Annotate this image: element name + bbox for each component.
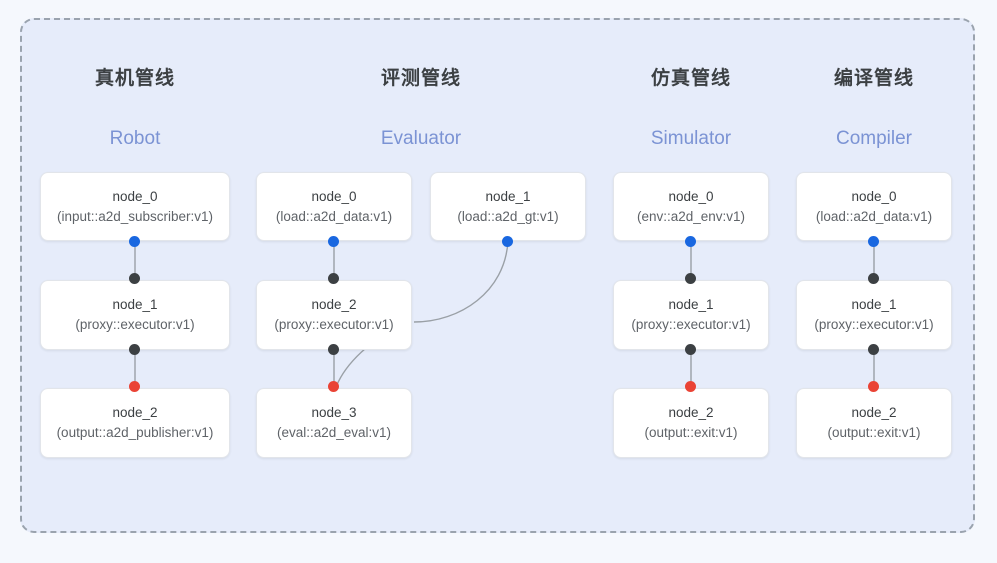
node-title: node_0 xyxy=(112,188,158,204)
port-input-compiler-2[interactable] xyxy=(868,381,879,392)
node-evaluator-1[interactable]: node_1 (load::a2d_gt:v1) xyxy=(430,172,586,241)
node-evaluator-3[interactable]: node_3 (eval::a2d_eval:v1) xyxy=(256,388,412,458)
node-title: node_1 xyxy=(112,297,158,312)
node-robot-0[interactable]: node_0 (input::a2d_subscriber:v1) xyxy=(40,172,230,241)
node-spec: (load::a2d_data:v1) xyxy=(815,208,933,224)
port-output-evaluator-0[interactable] xyxy=(328,236,339,247)
node-simulator-0[interactable]: node_0 (env::a2d_env:v1) xyxy=(613,172,769,241)
port-output-evaluator-1[interactable] xyxy=(502,236,513,247)
node-title: node_0 xyxy=(851,188,897,204)
port-input-robot-2[interactable] xyxy=(129,381,140,392)
node-title: node_1 xyxy=(668,297,714,312)
port-output-simulator-1[interactable] xyxy=(685,344,696,355)
node-spec: (input::a2d_subscriber:v1) xyxy=(56,208,214,224)
node-compiler-0[interactable]: node_0 (load::a2d_data:v1) xyxy=(796,172,952,241)
port-output-compiler-1[interactable] xyxy=(868,344,879,355)
node-simulator-2[interactable]: node_2 (output::exit:v1) xyxy=(613,388,769,458)
node-spec: (output::a2d_publisher:v1) xyxy=(56,425,214,440)
node-evaluator-0[interactable]: node_0 (load::a2d_data:v1) xyxy=(256,172,412,241)
node-spec: (load::a2d_data:v1) xyxy=(275,208,393,224)
port-output-robot-0[interactable] xyxy=(129,236,140,247)
port-output-compiler-0[interactable] xyxy=(868,236,879,247)
node-spec: (output::exit:v1) xyxy=(644,425,738,440)
port-input-simulator-1[interactable] xyxy=(685,273,696,284)
port-input-simulator-2[interactable] xyxy=(685,381,696,392)
port-output-robot-1[interactable] xyxy=(129,344,140,355)
node-title: node_0 xyxy=(311,188,357,204)
node-spec: (output::exit:v1) xyxy=(827,425,921,440)
node-title: node_3 xyxy=(311,405,357,420)
node-title: node_1 xyxy=(485,188,531,204)
node-spec: (proxy::executor:v1) xyxy=(814,317,934,332)
node-robot-2[interactable]: node_2 (output::a2d_publisher:v1) xyxy=(40,388,230,458)
node-spec: (load::a2d_gt:v1) xyxy=(457,208,559,224)
port-input-evaluator-2[interactable] xyxy=(328,273,339,284)
node-evaluator-2[interactable]: node_2 (proxy::executor:v1) xyxy=(256,280,412,350)
port-input-compiler-1[interactable] xyxy=(868,273,879,284)
port-input-evaluator-3[interactable] xyxy=(328,381,339,392)
port-output-evaluator-2[interactable] xyxy=(328,344,339,355)
node-spec: (eval::a2d_eval:v1) xyxy=(276,425,392,440)
port-output-simulator-0[interactable] xyxy=(685,236,696,247)
node-title: node_1 xyxy=(851,297,897,312)
node-title: node_2 xyxy=(668,405,714,420)
node-spec: (proxy::executor:v1) xyxy=(631,317,751,332)
node-title: node_2 xyxy=(311,297,357,312)
node-compiler-2[interactable]: node_2 (output::exit:v1) xyxy=(796,388,952,458)
port-input-robot-1[interactable] xyxy=(129,273,140,284)
node-spec: (proxy::executor:v1) xyxy=(75,317,195,332)
node-title: node_2 xyxy=(112,405,158,420)
node-title: node_2 xyxy=(851,405,897,420)
node-compiler-1[interactable]: node_1 (proxy::executor:v1) xyxy=(796,280,952,350)
node-spec: (env::a2d_env:v1) xyxy=(636,208,746,224)
node-robot-1[interactable]: node_1 (proxy::executor:v1) xyxy=(40,280,230,350)
node-simulator-1[interactable]: node_1 (proxy::executor:v1) xyxy=(613,280,769,350)
node-title: node_0 xyxy=(668,188,714,204)
node-spec: (proxy::executor:v1) xyxy=(274,317,394,332)
